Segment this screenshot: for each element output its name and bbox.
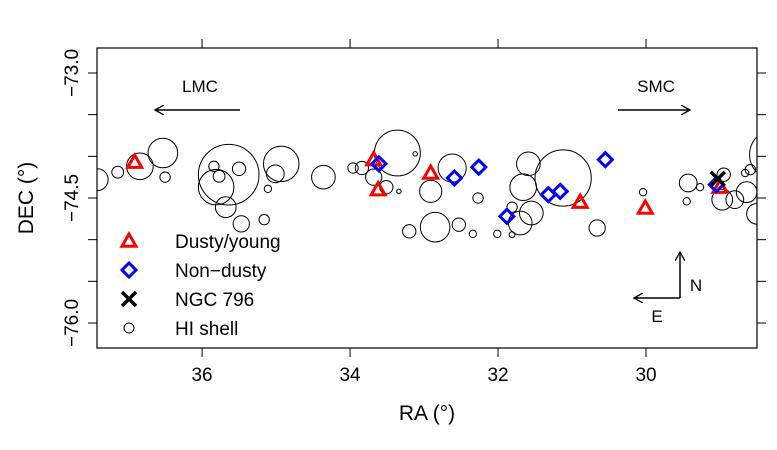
hi-shell-point xyxy=(472,192,484,204)
legend-label: Non−dusty xyxy=(175,261,267,282)
hi-shell-point xyxy=(147,137,179,169)
hi-shell-point xyxy=(311,164,336,190)
hi-shell-point xyxy=(265,164,285,184)
hi-shell-point xyxy=(493,229,502,239)
legend-marker-1 xyxy=(119,260,139,280)
hi-shell-point xyxy=(711,188,734,211)
ngc796-point xyxy=(709,170,727,188)
hi-shell-point xyxy=(638,187,648,197)
hi-shell-point xyxy=(214,196,237,219)
x-axis-label: RA (°) xyxy=(399,402,455,425)
hi-shell-point xyxy=(232,215,250,233)
hi-shell-point xyxy=(402,224,417,239)
hi-shell-point xyxy=(588,219,606,237)
hi-shell-point xyxy=(678,173,698,193)
legend-label: HI shell xyxy=(175,319,238,340)
hi-shell-point xyxy=(744,163,757,176)
hi-shell-point xyxy=(749,136,757,174)
legend-marker-3 xyxy=(123,322,135,334)
hi-shell-point xyxy=(451,217,466,232)
non-dusty-point xyxy=(445,168,464,188)
x-tick-label: 34 xyxy=(339,365,361,386)
hi-shell-point xyxy=(468,229,478,239)
non-dusty-point xyxy=(596,150,615,169)
lmc-label: LMC xyxy=(182,77,218,96)
hi-shell-point xyxy=(509,173,538,201)
hi-shell-point xyxy=(262,145,300,183)
y-tick-label: −73.0 xyxy=(62,49,83,97)
hi-shell-point xyxy=(354,160,370,176)
hi-shell-point xyxy=(111,165,125,179)
hi-shell-point xyxy=(506,201,518,213)
hi-shell-point xyxy=(347,162,359,174)
hi-shell-point xyxy=(258,213,270,226)
non-dusty-point xyxy=(497,207,517,226)
hi-shell-point xyxy=(682,197,691,206)
hi-shell-point xyxy=(97,168,109,192)
hi-shell-point xyxy=(725,190,745,210)
x-tick-label: 32 xyxy=(487,365,508,386)
legend-label: Dusty/young xyxy=(175,232,281,253)
dusty-young-point xyxy=(570,192,590,209)
x-tick-label: 30 xyxy=(635,365,656,386)
east-label: E xyxy=(651,307,662,326)
dusty-young-point xyxy=(421,162,441,180)
hi-shell-point xyxy=(231,161,247,176)
hi-shell-point xyxy=(534,149,592,207)
legend-marker-0 xyxy=(119,230,139,248)
north-label: N xyxy=(690,276,702,295)
hi-shell-point xyxy=(735,181,757,204)
non-dusty-point xyxy=(369,154,389,173)
hi-shell-point xyxy=(746,202,757,225)
hi-shell-point xyxy=(716,167,731,182)
hi-shell-point xyxy=(197,143,260,206)
hi-shell-point xyxy=(419,211,451,243)
hi-shell-point xyxy=(396,188,402,195)
hi-shell-point xyxy=(197,168,235,206)
hi-shell-point xyxy=(212,169,226,183)
hi-shell-point xyxy=(126,152,154,181)
x-tick-label: 36 xyxy=(191,365,212,386)
non-dusty-point xyxy=(551,182,570,201)
dusty-young-point xyxy=(368,179,388,197)
plot-marks xyxy=(97,129,757,243)
y-axis: −73.0 −74.5 −76.0 xyxy=(62,49,766,347)
x-axis: 36 34 32 30 xyxy=(191,39,657,386)
hi-shell-point xyxy=(516,151,541,177)
hi-shell-point xyxy=(412,151,418,157)
hi-shell-point xyxy=(159,171,171,183)
dusty-young-point xyxy=(635,197,655,215)
hi-shell-point xyxy=(365,168,383,186)
hi-shell-point xyxy=(263,184,273,194)
legend-label: NGC 796 xyxy=(175,290,254,311)
non-dusty-point xyxy=(469,158,488,177)
y-tick-label: −74.5 xyxy=(62,174,83,222)
hi-shell-point xyxy=(695,182,705,192)
y-axis-label: DEC (°) xyxy=(15,162,38,235)
y-tick-label: −76.0 xyxy=(62,299,83,347)
hi-shell-point xyxy=(419,179,443,203)
smc-label: SMC xyxy=(637,77,675,96)
legend-marker-2 xyxy=(120,290,138,308)
hi-shell-point xyxy=(208,160,220,173)
hi-shell-point xyxy=(518,200,544,226)
dusty-young-point xyxy=(125,152,145,169)
